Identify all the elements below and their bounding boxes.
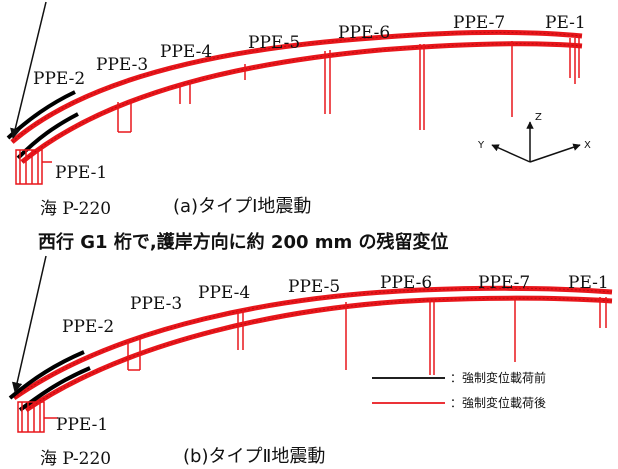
pier-label: PPE-7	[478, 273, 530, 293]
pier-label: PE-1	[545, 13, 586, 33]
pier-label: PPE-2	[33, 69, 85, 89]
annotation-arrow-a	[10, 1, 47, 140]
deck-a-upper-edge	[11, 31, 583, 143]
panel-b: PPE-2 PPE-3 PPE-4 PPE-5 PPE-6 PPE-7 PE-1…	[8, 255, 613, 469]
pier-label: PPE-4	[160, 42, 212, 62]
deck-b-before-lower	[18, 366, 91, 412]
axis-triad: Z X Y	[477, 112, 591, 163]
pier-label: PPE-5	[288, 277, 340, 297]
pier-label: PPE-1	[55, 163, 107, 183]
deck-b-lower-edge	[25, 297, 613, 411]
pier-label: PPE-4	[198, 283, 250, 303]
abutment-label: 海 P-220	[40, 449, 111, 469]
deck-a-lower-edge	[21, 43, 583, 163]
axis-y-label: Y	[477, 140, 485, 151]
caption-b: (b)タイプⅡ地震動	[183, 446, 325, 467]
pier-label: PPE-3	[130, 294, 182, 314]
annotation-arrow-b	[11, 255, 47, 394]
legend-label-before: ：強制変位載荷前	[450, 370, 546, 385]
panel-a: PPE-2 PPE-3 PPE-4 PPE-5 PPE-6 PPE-7 PE-1…	[6, 1, 591, 219]
legend: ：強制変位載荷前 ：強制変位載荷後	[372, 370, 546, 410]
pier-label: PPE-6	[338, 23, 390, 43]
piers-b	[17, 297, 607, 433]
piers-a	[15, 38, 580, 185]
deck-a-before-lower	[16, 112, 79, 160]
pier-label: PPE-5	[248, 33, 300, 53]
caption-a: (a)タイプⅠ地震動	[173, 196, 311, 217]
pier-label: PPE-6	[380, 273, 432, 293]
pier-label: PPE-7	[453, 13, 505, 33]
pier-label: PPE-1	[56, 415, 108, 435]
pier-label: PPE-2	[62, 317, 114, 337]
deck-b-upper-edge	[13, 287, 613, 399]
annotation-text: 西行 G1 桁で,護岸方向に約 200 mm の残留変位	[38, 231, 449, 253]
pier-label: PE-1	[568, 273, 609, 293]
pier-label: PPE-3	[96, 55, 148, 75]
deck-b-lower	[24, 295, 613, 413]
legend-label-after: ：強制変位載荷後	[450, 395, 546, 410]
abutment-label: 海 P-220	[40, 199, 111, 219]
axis-z-label: Z	[535, 112, 542, 123]
axis-x-label: X	[584, 140, 591, 151]
